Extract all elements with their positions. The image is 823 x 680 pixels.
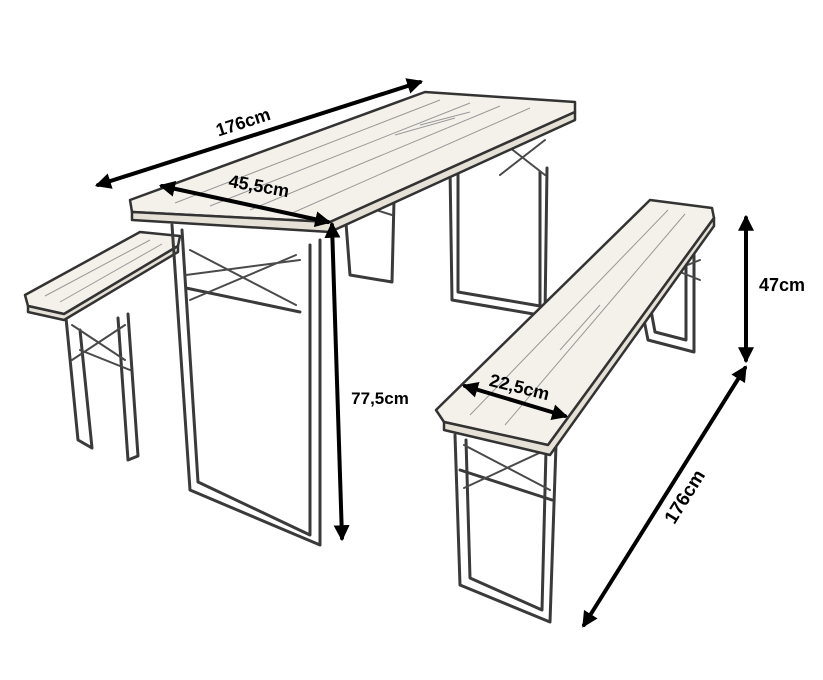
bench-length-label: 176cm: [661, 466, 710, 527]
bench-height-label: 47cm: [759, 275, 805, 295]
table: [128, 90, 577, 547]
table-length-arrow: [94, 78, 424, 189]
table-height-arrow: [324, 221, 350, 542]
table-width-arrow: [158, 180, 332, 228]
bench-width-arrow: [461, 382, 569, 420]
left-bench: [23, 230, 182, 462]
bench-length-arrow: [582, 365, 747, 628]
table-height-label: 77,5cm: [351, 389, 409, 408]
right-bench: [434, 198, 716, 624]
table-length-label: 176cm: [213, 104, 272, 140]
